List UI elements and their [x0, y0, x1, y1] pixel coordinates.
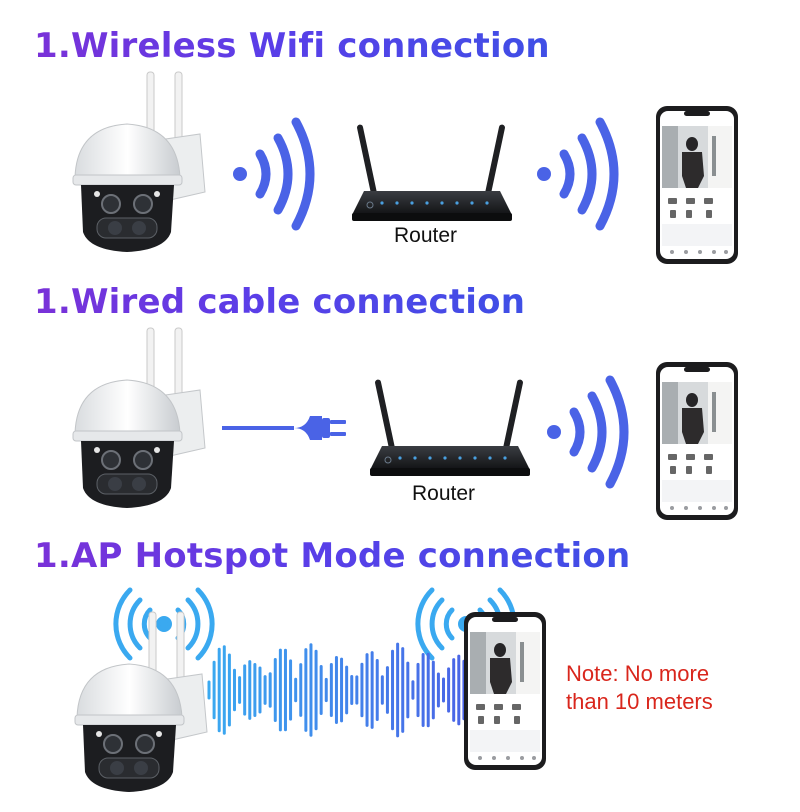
camera-icon — [74, 611, 208, 793]
camera-icon — [72, 71, 206, 253]
phone-icon — [464, 612, 546, 770]
section-title-ap-hotspot: 1.AP Hotspot Mode connection — [34, 536, 631, 576]
note-line-2: than 10 meters — [566, 689, 713, 714]
router-label-wireless: Router — [394, 224, 458, 247]
wifi-signal-icon — [546, 380, 646, 490]
router-label-wired: Router — [412, 482, 476, 505]
camera-icon — [72, 327, 206, 509]
router-icon — [369, 378, 531, 477]
plug-icon — [222, 416, 346, 440]
distance-note: Note: No more than 10 meters — [566, 660, 713, 716]
note-line-1: Note: No more — [566, 661, 710, 686]
router-icon — [351, 123, 513, 222]
phone-icon — [656, 362, 738, 520]
section-title-wired: 1.Wired cable connection — [34, 282, 526, 322]
sound-wave-icon — [207, 642, 471, 738]
wifi-signal-icon — [536, 122, 636, 232]
wifi-signal-icon — [232, 122, 332, 232]
section-title-wireless: 1.Wireless Wifi connection — [34, 26, 550, 66]
phone-icon — [656, 106, 738, 264]
